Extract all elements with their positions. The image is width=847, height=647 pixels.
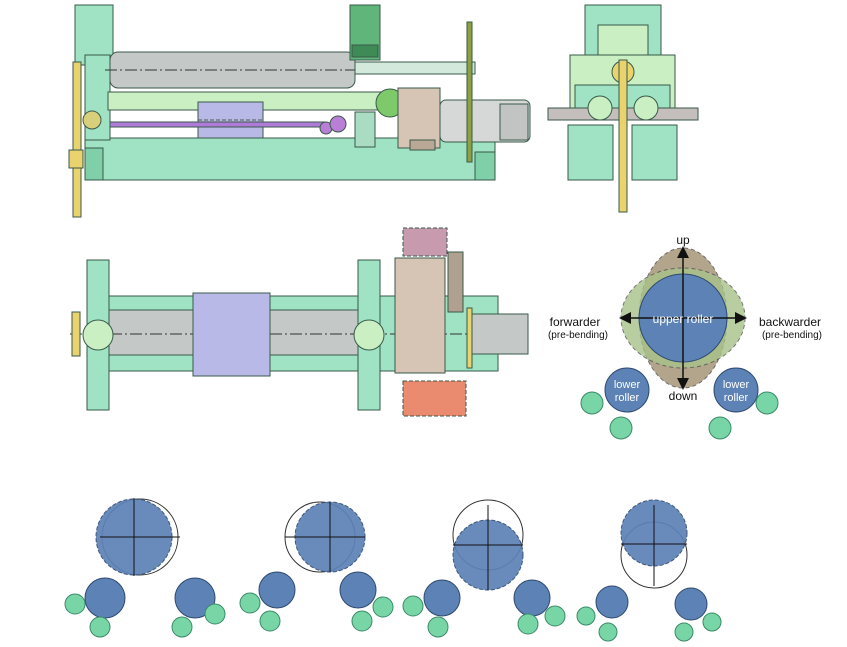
position-backward <box>239 501 394 632</box>
label-upper-roller: upper roller <box>653 312 714 326</box>
top-gearbox <box>394 257 446 374</box>
top-purple-block <box>192 292 271 377</box>
front-view-machine <box>68 4 531 218</box>
label-lower-roller-left-1: lower <box>614 379 641 391</box>
side-left-block <box>567 124 614 181</box>
front-gearbox <box>397 87 441 149</box>
label-backwarder: backwarder <box>759 315 821 329</box>
side-right-block <box>631 124 678 181</box>
front-yellow-rod <box>72 61 82 218</box>
side-yellow-rod <box>618 59 628 213</box>
label-forwarder: forwarder <box>550 315 601 329</box>
position-up <box>576 499 722 642</box>
top-view-machine <box>70 227 529 417</box>
label-down: down <box>669 389 698 403</box>
roller-movement-diagram: up down forwarder (pre-bending) backward… <box>548 233 822 440</box>
label-backwarder-sub: (pre-bending) <box>762 330 822 341</box>
position-forward <box>64 498 226 638</box>
side-view-machine <box>547 4 699 213</box>
bending-positions <box>64 498 722 642</box>
top-pink-box <box>402 227 448 257</box>
label-lower-roller-left-2: roller <box>615 392 640 404</box>
position-down <box>402 499 566 638</box>
label-lower-roller-right-2: roller <box>724 392 749 404</box>
label-up: up <box>676 233 690 247</box>
top-salmon-box <box>402 380 467 417</box>
top-motor <box>469 313 529 355</box>
lower-roller-left <box>604 367 650 413</box>
label-forwarder-sub: (pre-bending) <box>548 330 608 341</box>
label-lower-roller-right-1: lower <box>723 379 750 391</box>
lower-roller-right <box>713 367 759 413</box>
